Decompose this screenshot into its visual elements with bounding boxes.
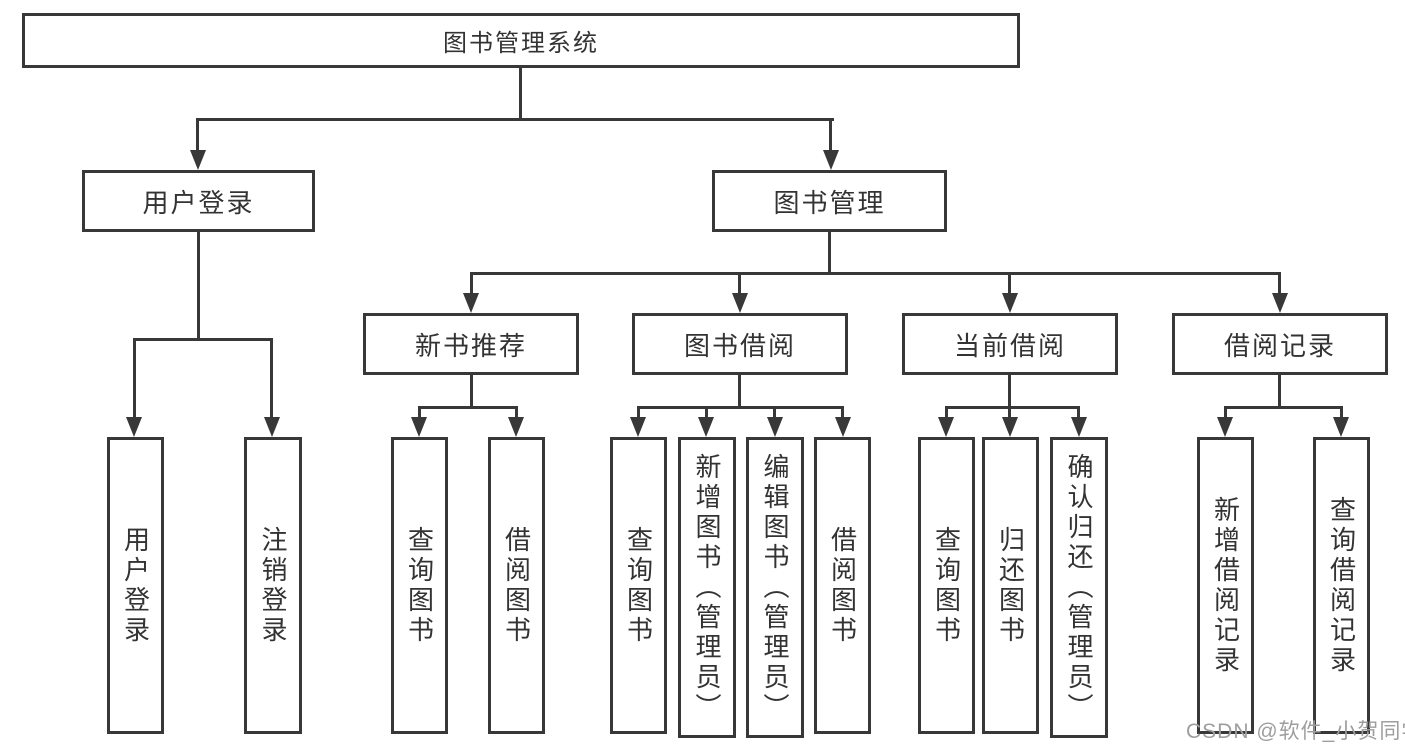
arrow-down-icon: [835, 417, 851, 437]
connector-line: [196, 118, 199, 152]
arrow-down-icon: [411, 417, 427, 437]
connector-line: [419, 406, 517, 409]
arrow-down-icon: [767, 417, 783, 437]
arrow-down-icon: [630, 417, 646, 437]
connector-line: [270, 338, 273, 419]
connector-line: [1224, 406, 1227, 419]
leaf-user-login: 用户登录: [107, 437, 164, 734]
leaf-borrow-books-recommend: 借阅图书: [488, 437, 545, 734]
connector-line: [1278, 272, 1281, 295]
connector-line: [515, 406, 518, 419]
arrow-down-icon: [1002, 293, 1018, 313]
connector-line: [738, 375, 741, 406]
connector-line: [638, 406, 844, 409]
leaf-add-books-admin: 新增图书（管理员）: [678, 437, 736, 738]
arrow-down-icon: [463, 293, 479, 313]
arrow-down-icon: [732, 293, 748, 313]
connector-line: [197, 232, 200, 338]
node-new-book-recommend: 新书推荐: [363, 313, 579, 375]
connector-line: [1077, 406, 1080, 419]
connector-line: [945, 406, 948, 419]
connector-line: [418, 406, 421, 419]
leaf-logout: 注销登录: [244, 437, 302, 734]
connector-line: [133, 338, 136, 419]
leaf-query-borrow-record: 查询借阅记录: [1313, 437, 1370, 734]
node-book-management: 图书管理: [712, 170, 947, 232]
leaf-add-borrow-record: 新增借阅记录: [1197, 437, 1254, 734]
arrow-down-icon: [938, 417, 954, 437]
arrow-down-icon: [823, 150, 839, 170]
leaf-edit-books-admin: 编辑图书（管理员）: [746, 437, 804, 738]
leaf-confirm-return-admin: 确认归还（管理员）: [1050, 437, 1108, 738]
leaf-return-books: 归还图书: [982, 437, 1039, 734]
arrow-down-icon: [1272, 293, 1288, 313]
connector-line: [841, 406, 844, 419]
connector-line: [637, 406, 640, 419]
connector-line: [829, 118, 832, 152]
arrow-down-icon: [1217, 417, 1233, 437]
node-book-borrowing: 图书借阅: [632, 313, 848, 375]
connector-line: [773, 406, 776, 419]
leaf-query-books-recommend: 查询图书: [391, 437, 448, 734]
arrow-down-icon: [264, 417, 280, 437]
arrow-down-icon: [508, 417, 524, 437]
arrow-down-icon: [1333, 417, 1349, 437]
arrow-down-icon: [126, 417, 142, 437]
arrow-down-icon: [190, 150, 206, 170]
connector-line: [470, 375, 473, 406]
leaf-query-books-borrowing: 查询图书: [610, 437, 667, 734]
connector-line: [738, 272, 741, 295]
leaf-borrow-books-borrowing: 借阅图书: [814, 437, 871, 734]
connector-line: [1008, 272, 1011, 295]
arrow-down-icon: [1002, 417, 1018, 437]
connector-line: [1278, 375, 1281, 406]
connector-line: [519, 68, 522, 118]
connector-line: [133, 338, 273, 341]
connector-line: [705, 406, 708, 419]
connector-line: [470, 272, 1281, 275]
connector-line: [946, 406, 1080, 409]
arrow-down-icon: [1071, 417, 1087, 437]
connector-line: [828, 232, 831, 272]
csdn-watermark: CSDN @软件_小贺同学: [1186, 720, 1405, 743]
connector-line: [1008, 406, 1011, 419]
connector-line: [1008, 375, 1011, 406]
node-borrowing-records: 借阅记录: [1172, 313, 1388, 375]
connector-line: [197, 118, 834, 121]
connector-line: [470, 272, 473, 295]
node-current-borrowing: 当前借阅: [902, 313, 1118, 375]
node-library-management-system: 图书管理系统: [22, 13, 1020, 68]
arrow-down-icon: [698, 417, 714, 437]
connector-line: [1225, 406, 1342, 409]
node-user-login: 用户登录: [82, 170, 315, 232]
leaf-query-books-current: 查询图书: [918, 437, 975, 734]
connector-line: [1340, 406, 1343, 419]
